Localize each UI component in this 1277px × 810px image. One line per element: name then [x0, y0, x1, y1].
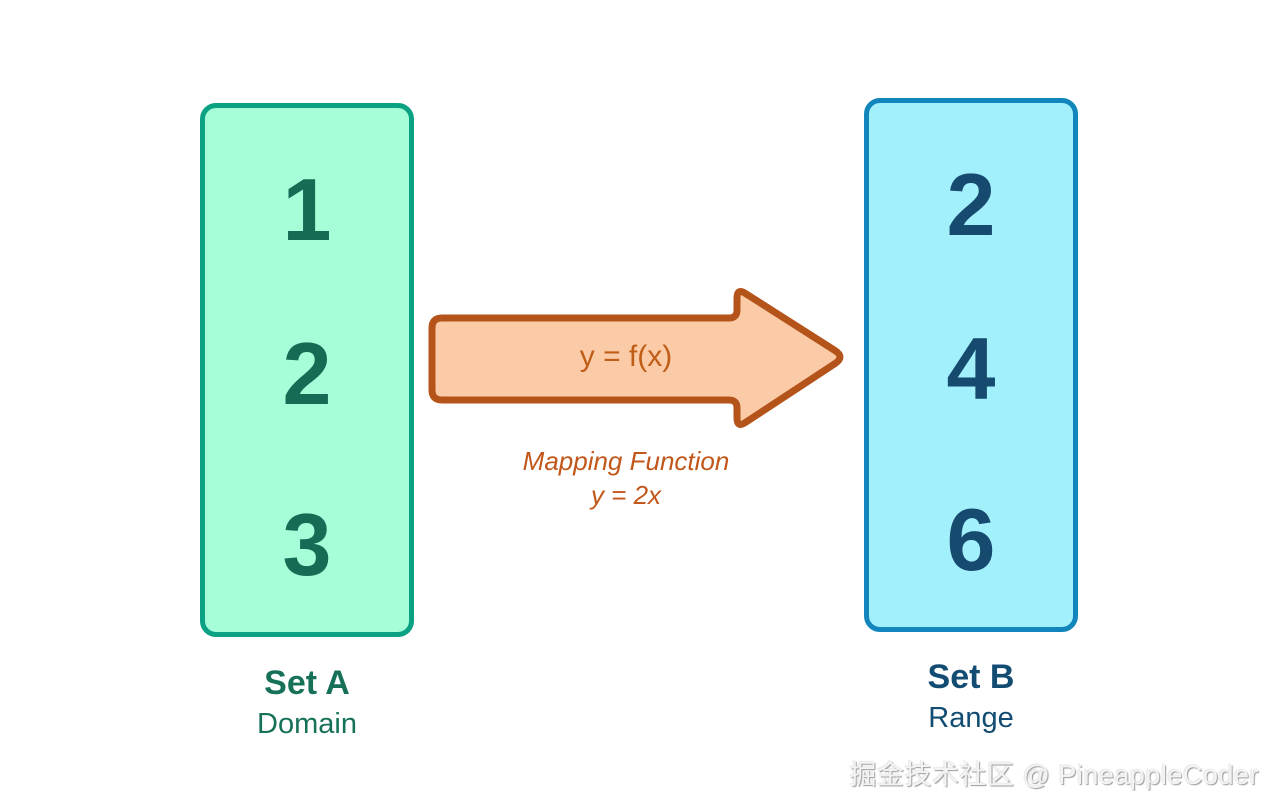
- arrow-function-label: y = f(x): [579, 340, 673, 373]
- set-b-subtitle: Range: [928, 702, 1014, 734]
- mapping-caption-formula: y = 2x: [590, 480, 662, 510]
- watermark: 掘金技术社区 @ PineappleCoder: [849, 760, 1259, 790]
- mapping-caption-title: Mapping Function: [522, 446, 730, 476]
- set-a-subtitle: Domain: [257, 708, 357, 740]
- set-b-element: 2: [946, 155, 996, 254]
- set-a-element: 3: [282, 495, 332, 594]
- mapping-arrow-icon: [428, 288, 844, 428]
- set-a-element: 2: [282, 324, 332, 423]
- set-b-box: 2 4 6: [864, 98, 1078, 632]
- set-a-element: 1: [282, 160, 332, 259]
- set-a-box: 1 2 3: [200, 103, 414, 637]
- set-b-element: 4: [946, 319, 996, 418]
- set-b-title: Set B: [927, 658, 1015, 696]
- set-a-caption: Set A Domain: [200, 663, 414, 745]
- set-a-title: Set A: [264, 664, 350, 702]
- set-b-element: 6: [946, 490, 996, 589]
- set-b-caption: Set B Range: [864, 657, 1078, 739]
